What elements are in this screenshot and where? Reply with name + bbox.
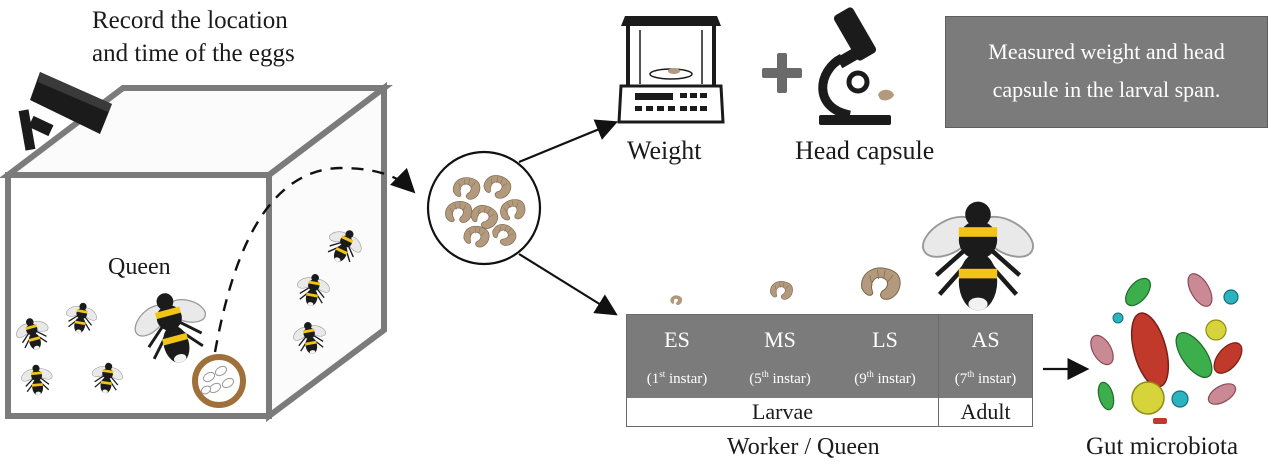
- larvae-sample-circle: [426, 150, 542, 266]
- stage-name: LS: [872, 327, 898, 352]
- stage-cell-ms: MS (5th instar): [727, 315, 833, 398]
- stage-name: MS: [764, 327, 796, 352]
- stage-instar: (9th instar): [854, 369, 916, 387]
- adult-bee-icon: [916, 202, 1039, 311]
- rearing-box: [0, 81, 393, 422]
- stage-cell-ls: LS (9th instar): [833, 315, 937, 398]
- stage-instar: (5th instar): [749, 369, 811, 387]
- stage-instar: (1st instar): [646, 369, 708, 387]
- microscope-icon: [818, 7, 894, 125]
- stage-name: AS: [971, 327, 1000, 352]
- weight-label: Weight: [627, 136, 702, 165]
- larvae-adult-divider: [938, 315, 939, 426]
- measurement-info-box: Measured weight and head capsule in the …: [945, 16, 1268, 128]
- egg-cell-icon: [192, 354, 246, 408]
- stage-header-band: [627, 315, 1032, 398]
- development-stage-table: ES (1st instar) MS (5th instar) LS (9th …: [626, 314, 1033, 427]
- info-line-2: capsule in the larval span.: [992, 77, 1221, 102]
- gut-microbiota-label: Gut microbiota: [1086, 433, 1239, 460]
- head-capsule-label: Head capsule: [795, 136, 935, 165]
- arrow-to-stages: [518, 253, 618, 316]
- caption-line-1: Record the location: [92, 7, 288, 34]
- balance-icon: [617, 16, 725, 124]
- microbiota-icon: [1090, 273, 1243, 424]
- adult-label: Adult: [960, 399, 1011, 424]
- stage-cell-as: AS (7th instar): [939, 315, 1032, 398]
- stage-instar: (7th instar): [954, 369, 1017, 387]
- recording-caption: Record the location and time of the eggs: [92, 4, 295, 70]
- arrow-to-measurements: [518, 119, 619, 164]
- plus-icon: [762, 53, 802, 93]
- camera-icon: [18, 72, 112, 151]
- larval-stage-icons: [670, 267, 901, 305]
- larvae-label: Larvae: [751, 399, 814, 424]
- info-line-1: Measured weight and head: [988, 39, 1225, 64]
- stage-name: ES: [664, 327, 690, 352]
- caste-label: Worker / Queen: [727, 434, 880, 460]
- caption-line-2: and time of the eggs: [92, 40, 295, 67]
- queen-label: Queen: [108, 254, 171, 280]
- stage-cell-es: ES (1st instar): [627, 315, 727, 398]
